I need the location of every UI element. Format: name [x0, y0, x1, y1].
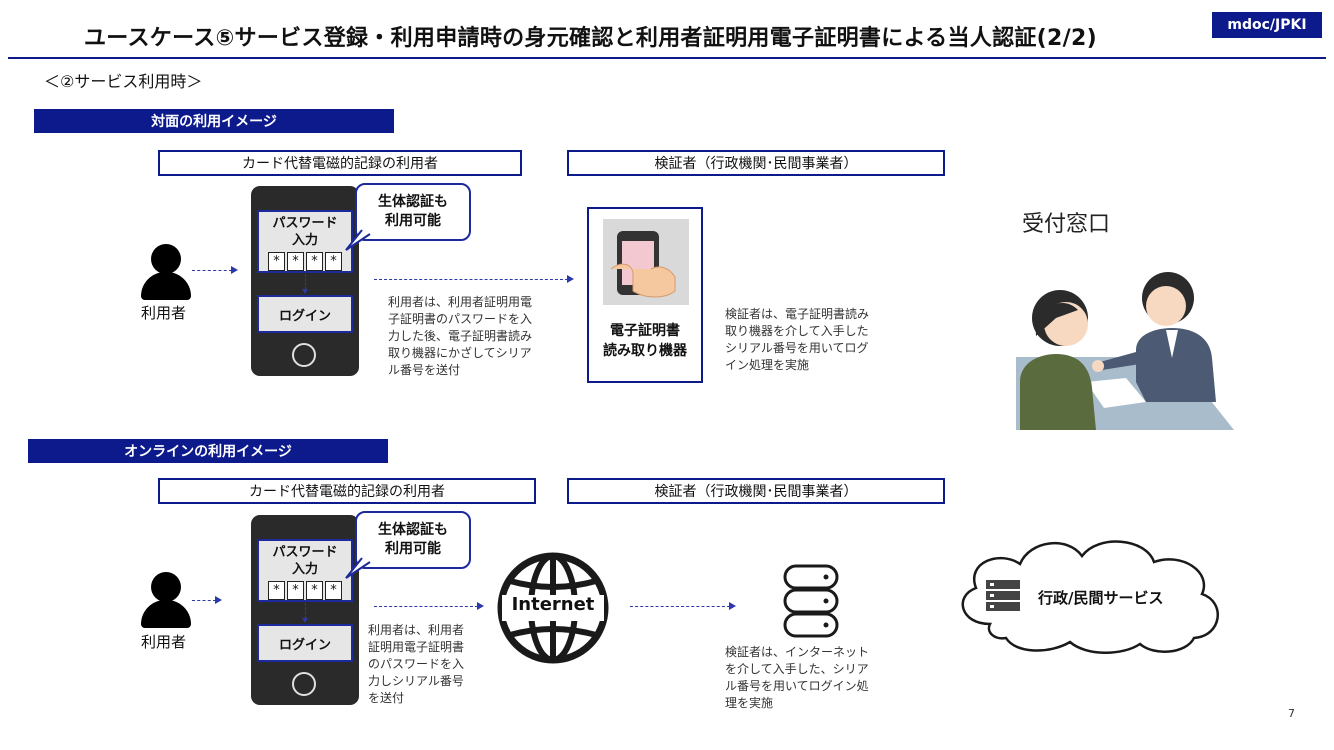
certificate-reader-box: 電子証明書 読み取り機器 — [587, 207, 703, 383]
arrow-password-to-login — [302, 274, 308, 294]
in-person-user-description: 利用者は、利用者証明用電 子証明書のパスワードを入 力した後、電子証明書読み 取… — [388, 295, 533, 377]
password-mask: * * * * — [268, 252, 342, 271]
online-section-bar: オンラインの利用イメージ — [28, 439, 388, 463]
home-button-icon — [292, 672, 316, 696]
password-char: * — [306, 252, 323, 271]
password-label-line2: 入力 — [291, 233, 318, 248]
reception-counter-title: 受付窓口 — [1022, 212, 1111, 237]
database-icon — [783, 564, 839, 638]
user-person-body — [141, 272, 191, 300]
page-number: 7 — [1288, 707, 1295, 720]
smartphone: パスワード 入力 * * * * ログイン — [251, 186, 359, 376]
home-button-icon — [292, 343, 316, 367]
in-person-verifier-box: 検証者（行政機関･民間事業者） — [567, 150, 945, 176]
arrow-phone-to-internet — [374, 602, 484, 610]
online-user-description: 利用者は、利用者 証明用電子証明書 のパスワードを入 力しシリアル番号 を送付 — [368, 623, 465, 705]
arrow-password-to-login — [302, 603, 308, 623]
globe-icon — [497, 552, 609, 664]
password-input-area[interactable]: パスワード 入力 * * * * — [257, 210, 353, 273]
password-char: * — [325, 581, 342, 600]
bubble-line1: 生体認証も — [378, 194, 448, 210]
arrow-user-to-phone — [192, 266, 238, 274]
title-rule — [8, 57, 1326, 59]
smartphone: パスワード 入力 * * * * ログイン — [251, 515, 359, 705]
arrow-user-to-phone — [192, 596, 222, 604]
password-label-line2: 入力 — [291, 562, 318, 577]
password-char: * — [268, 252, 285, 271]
password-char: * — [325, 252, 342, 271]
slide-title: ユースケース⑤サービス登録・利用申請時の身元確認と利用者証明用電子証明書による当… — [84, 26, 1097, 51]
mdoc-jpki-tag: mdoc/JPKI — [1212, 12, 1322, 38]
password-mask: * * * * — [268, 581, 342, 600]
online-user-box: カード代替電磁的記録の利用者 — [158, 478, 536, 504]
reader-label-line1: 電子証明書 — [610, 323, 680, 339]
biometric-bubble: 生体認証も 利用可能 — [355, 511, 471, 569]
reader-device-icon — [603, 219, 689, 305]
cloud-icon — [961, 540, 1219, 654]
user-person-body — [141, 600, 191, 628]
internet-label: Internet — [511, 594, 595, 615]
arrow-internet-to-server — [630, 602, 736, 610]
biometric-bubble: 生体認証も 利用可能 — [355, 183, 471, 241]
reader-label-line2: 読み取り機器 — [603, 343, 687, 359]
user-person-icon — [151, 572, 181, 602]
server-rack-icon — [986, 580, 1020, 611]
password-input-area[interactable]: パスワード 入力 * * * * — [257, 539, 353, 602]
login-button[interactable]: ログイン — [257, 295, 353, 333]
user-label: 利用者 — [141, 633, 187, 651]
online-verifier-description: 検証者は、インターネット を介して入手した、シリア ル番号を用いてログイン処 理… — [725, 645, 870, 710]
password-label-line1: パスワード — [272, 545, 338, 560]
user-label: 利用者 — [141, 304, 187, 322]
in-person-user-box: カード代替電磁的記録の利用者 — [158, 150, 522, 176]
section-subtitle: ＜②サービス利用時＞ — [44, 72, 203, 91]
bubble-tail — [345, 557, 371, 579]
arrow-phone-to-reader — [374, 275, 574, 283]
in-person-section-bar: 対面の利用イメージ — [34, 109, 394, 133]
reception-counter-illustration — [1016, 272, 1234, 430]
login-button[interactable]: ログイン — [257, 624, 353, 662]
user-person-icon — [151, 244, 181, 274]
password-char: * — [306, 581, 323, 600]
online-verifier-box: 検証者（行政機関･民間事業者） — [567, 478, 945, 504]
bubble-line2: 利用可能 — [385, 213, 441, 229]
bubble-line1: 生体認証も — [378, 522, 448, 538]
bubble-line2: 利用可能 — [385, 541, 441, 557]
bubble-tail — [345, 229, 371, 251]
password-char: * — [268, 581, 285, 600]
password-label-line1: パスワード — [272, 216, 338, 231]
in-person-verifier-description: 検証者は、電子証明書読み 取り機器を介して入手した シリアル番号を用いてログ イ… — [725, 307, 870, 372]
password-char: * — [287, 581, 304, 600]
password-char: * — [287, 252, 304, 271]
service-label: 行政/民間サービス — [1038, 589, 1164, 607]
